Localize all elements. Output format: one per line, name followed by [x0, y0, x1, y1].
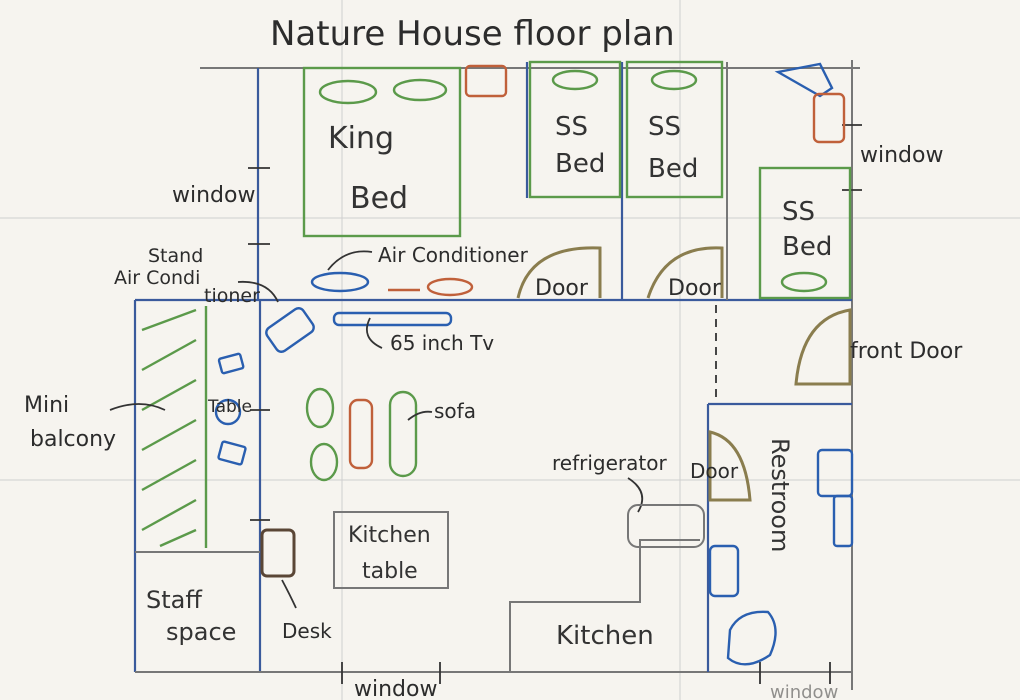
- ss-bed-label-line: SS: [648, 112, 681, 142]
- desk-label: Desk: [282, 619, 332, 643]
- toilet: [726, 610, 777, 666]
- window-label-top-left: window: [172, 183, 255, 208]
- desk: [260, 528, 296, 578]
- refrigerator-label: refrigerator: [552, 451, 667, 475]
- stand-air-conditioner: [265, 307, 315, 353]
- tv-label: 65 inch Tv: [390, 331, 494, 355]
- coffee-table: [348, 398, 374, 470]
- window-label-right: window: [860, 143, 943, 168]
- page-title: Nature House floor plan: [270, 14, 675, 54]
- refrigerator: [627, 504, 705, 548]
- restroom-shelf: [832, 494, 854, 548]
- door-1-label: Door: [535, 276, 589, 301]
- hatch-line: [159, 528, 197, 548]
- tv: [332, 311, 453, 327]
- sofa-chair: [309, 442, 339, 482]
- hatch-line: [141, 498, 197, 532]
- ss-bed-label-line: Bed: [648, 154, 698, 184]
- table-label: Table: [207, 397, 252, 417]
- sofa-arrow: [407, 410, 433, 421]
- ss-bed-label-line: SS: [782, 197, 815, 227]
- room-3-nightstand: [812, 92, 846, 144]
- hatch-line: [141, 338, 197, 372]
- door-1-swing: [516, 246, 602, 299]
- pillow: [392, 78, 448, 102]
- staff-space-label-line: Staff: [146, 586, 202, 614]
- balcony-hatching: [141, 308, 197, 548]
- mini-balcony-label: Mini balcony: [24, 393, 116, 452]
- ss-bed-label-line: Bed: [782, 232, 832, 262]
- stand-ac-arrow: [237, 280, 279, 303]
- pillow: [551, 69, 599, 91]
- kitchen-table-label-line: Kitchen: [348, 523, 431, 548]
- tv-arrow: [366, 317, 383, 349]
- balcony-chair: [217, 440, 247, 466]
- king-bed-label: King Bed: [328, 121, 408, 216]
- ss-bed-2-label: SS Bed: [648, 112, 698, 184]
- king-bed-label-line: Bed: [350, 181, 408, 216]
- front-door-label: front Door: [850, 339, 963, 364]
- window-label-bottom-right: window: [770, 682, 838, 700]
- ss-bed-3: [758, 166, 852, 300]
- door-2-label: Door: [668, 276, 722, 301]
- ss-bed-1-label: SS Bed: [555, 112, 605, 179]
- stand-ac-label: Stand Air Condi tioner: [114, 245, 260, 307]
- ac-unit-small: [426, 277, 474, 297]
- sofa-label: sofa: [434, 399, 476, 423]
- mini-balcony-label-line: balcony: [30, 427, 116, 452]
- desk-arrow: [281, 579, 297, 609]
- ss-bed-label-line: Bed: [555, 149, 605, 179]
- pillow: [318, 79, 378, 105]
- stand-ac-label-line: Air Condi: [114, 267, 200, 289]
- kitchen-label: Kitchen: [556, 621, 654, 651]
- ss-bed-label-line: SS: [555, 112, 588, 142]
- staff-space-label: Staff space: [146, 586, 236, 646]
- mini-balcony-label-line: Mini: [24, 393, 69, 418]
- refrigerator-arrow: [627, 477, 644, 513]
- pillow: [650, 69, 698, 91]
- kitchen-table-label-line: table: [362, 559, 418, 584]
- hatch-line: [141, 458, 197, 492]
- front-door-swing: [794, 308, 852, 386]
- restroom-cabinet: [708, 544, 740, 598]
- sofa-chair: [305, 387, 335, 429]
- kitchen-table-label: Kitchen table: [348, 523, 438, 584]
- hatch-line: [141, 308, 197, 332]
- restroom-sink: [816, 448, 854, 498]
- air-conditioner: [310, 271, 370, 293]
- air-conditioner-label: Air Conditioner: [378, 243, 529, 267]
- balcony-chair: [217, 352, 245, 375]
- window-label-bottom: window: [354, 677, 437, 700]
- king-bed-label-line: King: [328, 121, 394, 156]
- ss-bed-3-label: SS Bed: [782, 197, 832, 262]
- nightstand: [464, 64, 508, 98]
- staff-space-label-line: space: [166, 618, 236, 646]
- kitchen-table: [333, 511, 449, 589]
- room-3-chair: [774, 62, 834, 98]
- hatch-line: [141, 418, 197, 452]
- ss-bed-1: [528, 60, 622, 199]
- door-2-swing: [646, 246, 724, 299]
- stand-ac-label-line: Stand: [148, 245, 203, 267]
- kitchen-counter: [509, 539, 700, 672]
- stand-ac-label-line: tioner: [204, 285, 260, 307]
- mini-balcony-arrow: [109, 403, 166, 411]
- pillow: [780, 271, 828, 293]
- restroom-door-swing: [708, 430, 752, 502]
- sofa: [388, 390, 418, 478]
- king-bed: [302, 66, 462, 238]
- balcony-table: [214, 398, 242, 426]
- ss-bed-2: [625, 60, 724, 199]
- restroom-label: Restroom: [766, 438, 794, 552]
- restroom-door-label: Door: [690, 459, 739, 483]
- air-conditioner-arrow: [327, 250, 373, 271]
